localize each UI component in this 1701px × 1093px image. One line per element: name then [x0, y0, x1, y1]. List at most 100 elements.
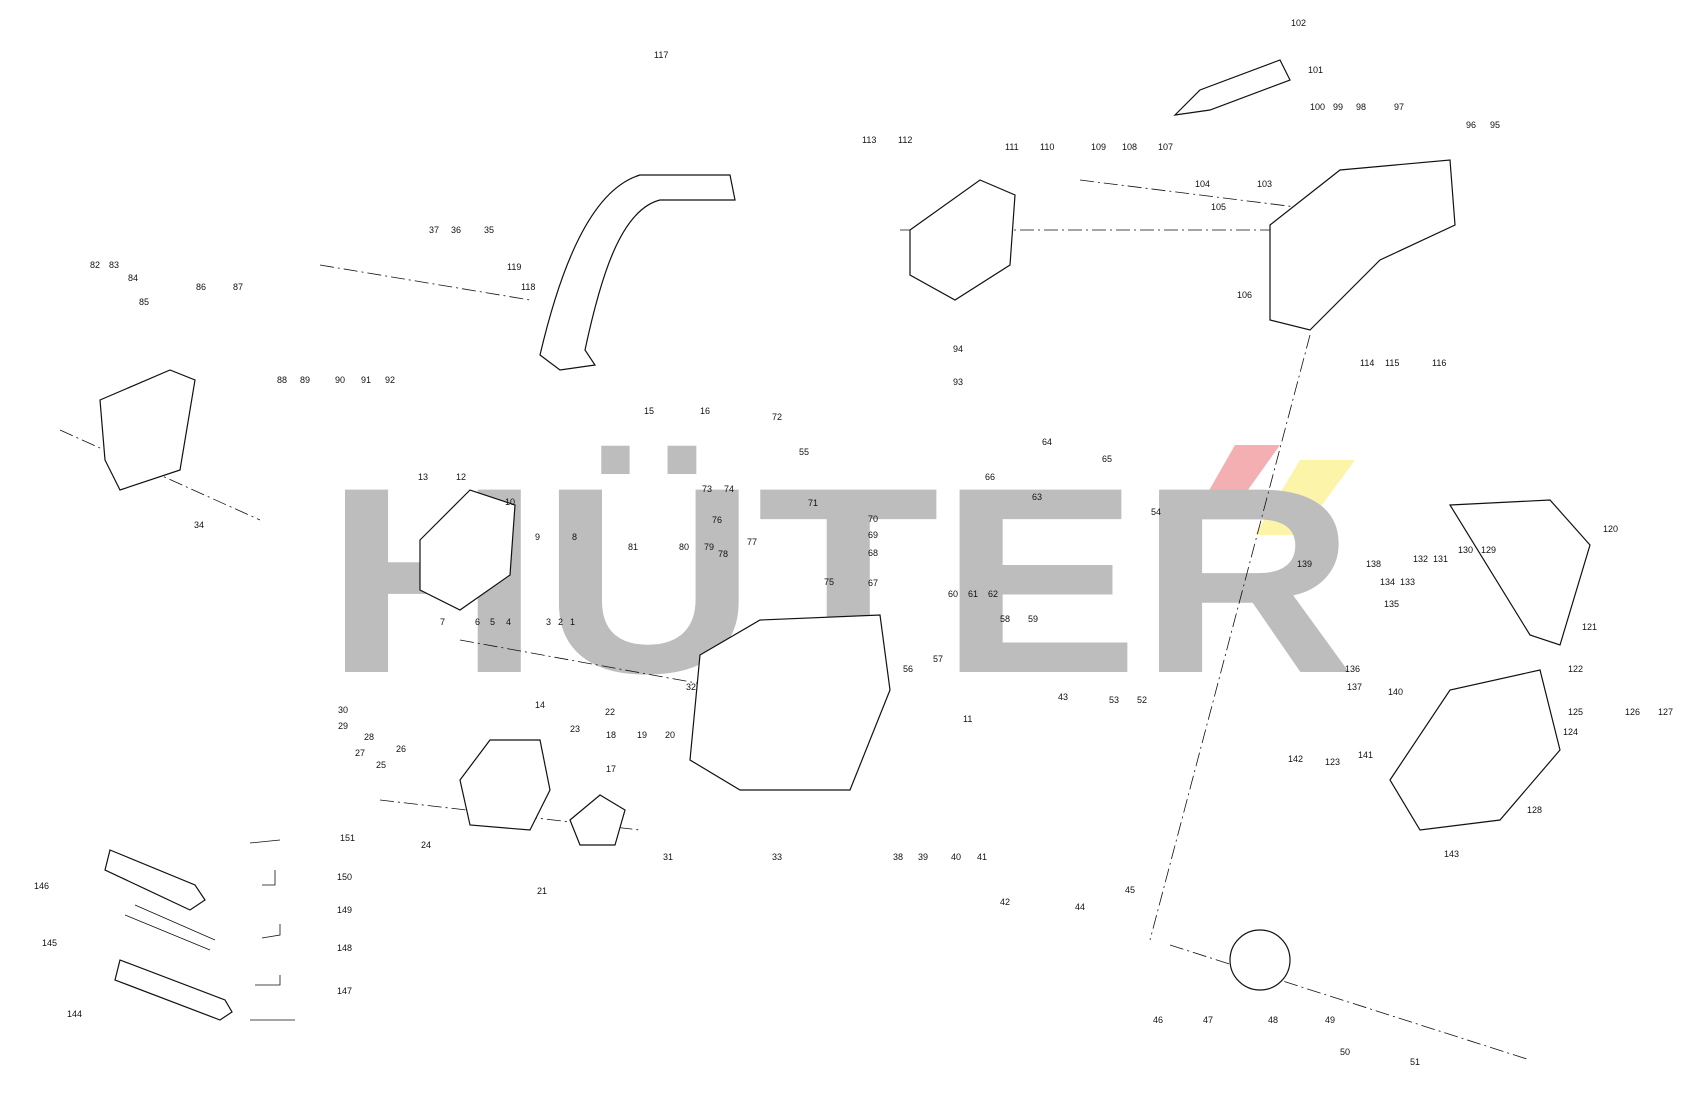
part-label: 20 [665, 730, 675, 740]
part-label: 120 [1603, 524, 1618, 534]
part-label: 149 [337, 905, 352, 915]
part-label: 33 [772, 852, 782, 862]
part-label: 98 [1356, 102, 1366, 112]
part-label: 126 [1625, 707, 1640, 717]
part-label: 123 [1325, 757, 1340, 767]
part-label: 106 [1237, 290, 1252, 300]
part-label: 16 [700, 406, 710, 416]
part-label: 72 [772, 412, 782, 422]
part-label: 36 [451, 225, 461, 235]
flywheel-part [419, 489, 516, 611]
part-label: 13 [418, 472, 428, 482]
part-label: 46 [1153, 1015, 1163, 1025]
part-label: 15 [644, 406, 654, 416]
part-label: 134 [1380, 577, 1395, 587]
part-label: 42 [1000, 897, 1010, 907]
part-label: 139 [1297, 559, 1312, 569]
part-label: 140 [1388, 687, 1403, 697]
cylinder-part [459, 739, 551, 831]
part-label: 22 [605, 707, 615, 717]
part-label: 109 [1091, 142, 1106, 152]
part-label: 21 [537, 886, 547, 896]
part-label: 43 [1058, 692, 1068, 702]
part-label: 83 [109, 260, 119, 270]
part-label: 147 [337, 986, 352, 996]
part-label: 87 [233, 282, 243, 292]
part-label: 88 [277, 375, 287, 385]
crankcase-part [689, 614, 891, 791]
part-label: 99 [1333, 102, 1343, 112]
part-label: 108 [1122, 142, 1137, 152]
part-label: 6 [475, 617, 480, 627]
part-label: 150 [337, 872, 352, 882]
part-label: 44 [1075, 902, 1085, 912]
part-label: 4 [506, 617, 511, 627]
part-label: 86 [196, 282, 206, 292]
part-label: 41 [977, 852, 987, 862]
part-label: 17 [606, 764, 616, 774]
part-label: 47 [1203, 1015, 1213, 1025]
part-label: 121 [1582, 622, 1597, 632]
part-label: 118 [521, 282, 535, 292]
part-labels: 1 2 3 4 5 6 7 8 9 10 11 12 13 14 15 16 1… [34, 18, 1673, 1067]
part-label: 1 [570, 617, 575, 627]
part-label: 52 [1137, 695, 1147, 705]
part-label: 115 [1385, 358, 1399, 368]
part-label: 146 [34, 881, 49, 891]
part-label: 45 [1125, 885, 1135, 895]
part-label: 63 [1032, 492, 1042, 502]
clutch-drum-part [1229, 929, 1291, 991]
part-label: 127 [1658, 707, 1673, 717]
part-label: 39 [918, 852, 928, 862]
part-label: 91 [361, 375, 371, 385]
guide-bar-part [114, 959, 233, 1021]
part-label: 11 [963, 714, 972, 724]
part-label: 111 [1005, 142, 1019, 152]
part-label: 19 [637, 730, 647, 740]
part-label: 77 [747, 537, 757, 547]
part-label: 65 [1102, 454, 1112, 464]
part-label: 74 [724, 484, 734, 494]
part-label: 54 [1151, 507, 1161, 517]
part-label: 114 [1360, 358, 1374, 368]
part-label: 131 [1433, 554, 1448, 564]
part-label: 61 [968, 589, 978, 599]
part-label: 18 [606, 730, 616, 740]
handguard-part [1448, 499, 1591, 646]
part-label: 2 [558, 617, 563, 627]
part-label: 125 [1568, 707, 1583, 717]
part-label: 32 [686, 682, 696, 692]
part-label: 8 [572, 532, 577, 542]
part-label: 137 [1347, 682, 1362, 692]
part-label: 133 [1400, 577, 1415, 587]
part-label: 26 [396, 744, 406, 754]
part-label: 113 [862, 135, 876, 145]
part-label: 101 [1308, 65, 1323, 75]
part-label: 130 [1458, 545, 1473, 555]
part-label: 104 [1195, 179, 1210, 189]
part-label: 112 [898, 135, 912, 145]
part-label: 138 [1366, 559, 1381, 569]
part-label: 67 [868, 578, 878, 588]
part-label: 10 [505, 497, 515, 507]
part-label: 25 [376, 760, 386, 770]
part-label: 110 [1040, 142, 1054, 152]
part-label: 35 [484, 225, 494, 235]
part-outlines [99, 59, 1591, 1021]
part-label: 80 [679, 542, 689, 552]
watermark-flag-yellow [1255, 460, 1355, 535]
part-label: 70 [868, 514, 878, 524]
part-label: 37 [429, 225, 439, 235]
part-label: 5 [490, 617, 495, 627]
part-label: 48 [1268, 1015, 1278, 1025]
part-label: 94 [953, 344, 963, 354]
part-label: 29 [338, 721, 348, 731]
part-label: 132 [1413, 554, 1428, 564]
part-label: 3 [546, 617, 551, 627]
part-label: 73 [702, 484, 712, 494]
part-label: 78 [718, 549, 728, 559]
part-label: 64 [1042, 437, 1052, 447]
part-label: 38 [893, 852, 903, 862]
part-label: 119 [507, 262, 521, 272]
part-label: 30 [338, 705, 348, 715]
